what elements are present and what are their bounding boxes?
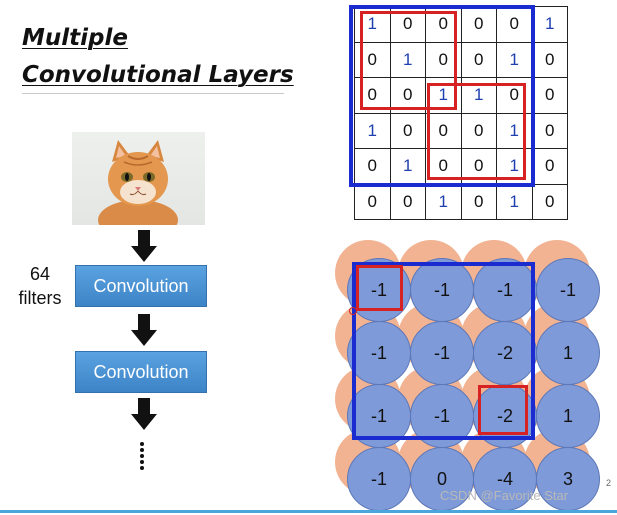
cat-illustration bbox=[98, 140, 178, 225]
matrix-cell: 0 bbox=[426, 42, 462, 78]
feature-value: 1 bbox=[536, 384, 600, 448]
convolution-layer-1: Convolution bbox=[75, 265, 207, 307]
filters-label: 64 filters bbox=[10, 262, 70, 310]
matrix-cell: 0 bbox=[390, 113, 426, 149]
matrix-cell: 0 bbox=[390, 78, 426, 114]
feature-value: -1 bbox=[473, 258, 537, 322]
feature-value: -1 bbox=[410, 258, 474, 322]
title-line-2: Convolutional Layers bbox=[22, 62, 294, 88]
page-number: 2 bbox=[606, 478, 612, 488]
feature-value: -1 bbox=[410, 321, 474, 385]
down-arrow-icon bbox=[131, 314, 157, 348]
feature-map-blue-frame bbox=[352, 262, 535, 440]
matrix-cell: 1 bbox=[461, 78, 497, 114]
feature-value: 1 bbox=[536, 321, 600, 385]
matrix-cell: 0 bbox=[532, 184, 568, 220]
matrix-cell: 0 bbox=[532, 78, 568, 114]
feature-value: -1 bbox=[347, 447, 411, 511]
filters-word: filters bbox=[18, 288, 62, 308]
receptive-field-blue-frame bbox=[349, 5, 535, 187]
title-divider bbox=[22, 93, 284, 94]
more-layers-ellipsis bbox=[138, 442, 146, 472]
feature-value: -4 bbox=[473, 447, 537, 511]
filter-window-bottom-right bbox=[427, 83, 526, 180]
pointer-dot bbox=[349, 307, 357, 315]
matrix-cell: 0 bbox=[390, 7, 426, 43]
matrix-cell: 0 bbox=[390, 184, 426, 220]
down-arrow-icon bbox=[131, 230, 157, 264]
watermark: CSDN @Favorite Star bbox=[440, 488, 569, 503]
title-line-1: Multiple bbox=[22, 25, 128, 51]
slide-title: Multiple Convolutional Layers bbox=[22, 20, 302, 94]
matrix-cell: 0 bbox=[532, 149, 568, 185]
matrix-cell: 0 bbox=[355, 78, 391, 114]
feature-highlight-top-left bbox=[356, 265, 403, 311]
down-arrow-icon bbox=[131, 398, 157, 432]
matrix-cell: 0 bbox=[532, 113, 568, 149]
matrix-cell: 0 bbox=[532, 42, 568, 78]
filter-window-top-left bbox=[360, 11, 457, 110]
matrix-cell: 1 bbox=[497, 184, 533, 220]
matrix-cell: 0 bbox=[461, 7, 497, 43]
matrix-cell: 0 bbox=[461, 113, 497, 149]
feature-value: -1 bbox=[347, 321, 411, 385]
bottom-accent-line bbox=[0, 510, 617, 513]
matrix-cell: 1 bbox=[426, 78, 462, 114]
feature-highlight-middle bbox=[478, 385, 528, 435]
matrix-cell: 1 bbox=[426, 184, 462, 220]
matrix-cell: 0 bbox=[461, 42, 497, 78]
matrix-cell: 0 bbox=[355, 184, 391, 220]
feature-value: 3 bbox=[536, 447, 600, 511]
cat-image bbox=[72, 132, 205, 225]
matrix-cell: 1 bbox=[355, 7, 391, 43]
matrix-cell: 1 bbox=[390, 42, 426, 78]
matrix-cell: 0 bbox=[461, 184, 497, 220]
feature-value: -1 bbox=[536, 258, 600, 322]
matrix-cell: 0 bbox=[426, 113, 462, 149]
matrix-cell: 1 bbox=[355, 113, 391, 149]
matrix-cell: 0 bbox=[355, 42, 391, 78]
matrix-cell: 1 bbox=[532, 7, 568, 43]
matrix-cell: 0 bbox=[426, 7, 462, 43]
convolution-layer-2: Convolution bbox=[75, 351, 207, 393]
filters-count: 64 bbox=[29, 264, 51, 284]
